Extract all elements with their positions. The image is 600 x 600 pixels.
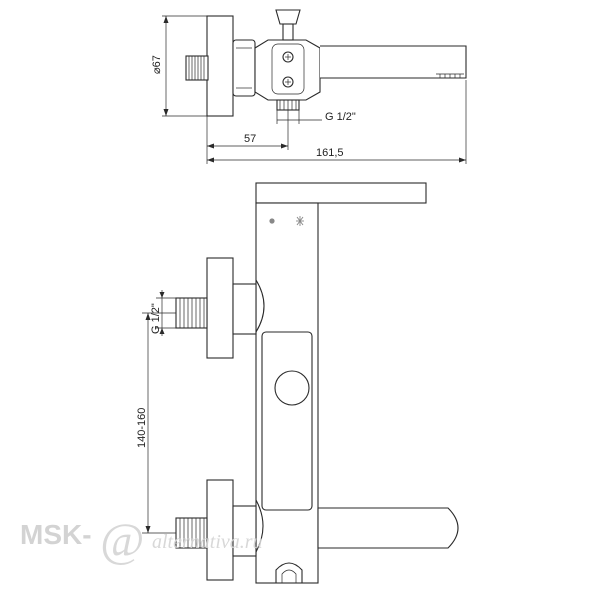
lower-eccentric-curve xyxy=(255,499,264,553)
diverter-knob xyxy=(275,9,301,25)
upper-eccentric-curve xyxy=(255,279,265,333)
total-length-label: 161,5 xyxy=(316,147,344,159)
top-view: ⌀67 G 1/2" 57 161,5 xyxy=(151,9,467,164)
diverter-stem xyxy=(282,23,294,41)
offset-label: 57 xyxy=(244,133,256,145)
lower-flange xyxy=(206,479,234,581)
connecting-nut xyxy=(232,39,256,97)
watermark: MSK- @ alternativa.ru xyxy=(20,514,263,567)
watermark-domain: alternativa.ru xyxy=(152,531,263,553)
hose-connector xyxy=(275,562,303,583)
spacing-label: 140-160 xyxy=(136,408,148,448)
spout xyxy=(320,45,467,79)
eccentric-thread xyxy=(185,55,209,81)
lower-thread xyxy=(175,517,208,549)
spout-front xyxy=(255,182,427,204)
upper-flange xyxy=(206,257,234,359)
lever-handle xyxy=(317,507,459,549)
thread-top-label: G 1/2" xyxy=(325,111,356,123)
diameter-label: ⌀67 xyxy=(151,55,163,74)
mixer-body xyxy=(254,39,321,101)
watermark-brand: MSK- xyxy=(20,519,92,550)
thread-lines xyxy=(188,56,205,80)
watermark-at: @ xyxy=(100,514,144,567)
diverter-button xyxy=(274,370,310,406)
hot-indicator-icon xyxy=(269,218,275,224)
thread-side-label: G 1/2" xyxy=(150,303,162,334)
front-view: G 1/2" 140-160 xyxy=(136,182,459,584)
upper-thread xyxy=(175,297,208,329)
diverter-panel xyxy=(261,331,313,511)
upper-nut xyxy=(232,283,257,335)
wall-flange xyxy=(206,15,234,117)
cold-indicator-icon xyxy=(296,216,304,226)
aerator xyxy=(439,74,461,78)
lower-nut xyxy=(232,505,257,557)
